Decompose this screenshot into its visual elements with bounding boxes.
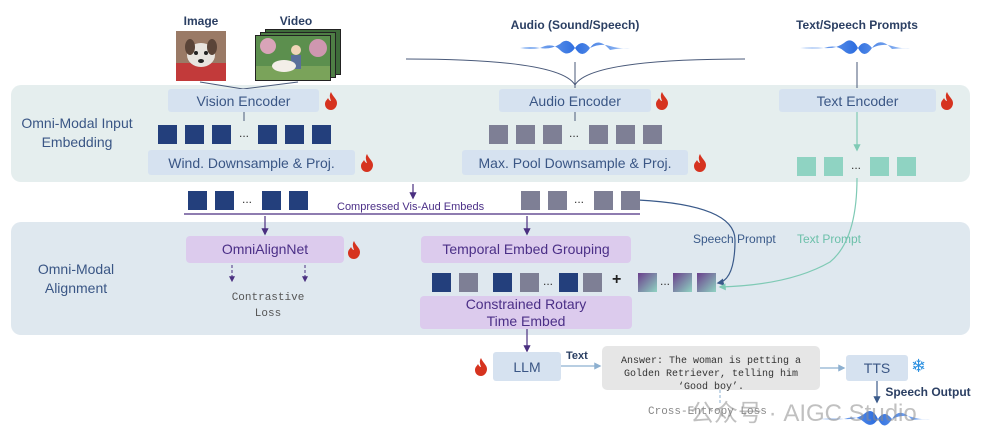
audio-header: Audio (Sound/Speech) xyxy=(510,18,640,32)
text-output-label: Text xyxy=(566,350,588,362)
image-header: Image xyxy=(183,14,219,28)
omnialignnet-box: OmniAlignNet xyxy=(186,236,344,263)
compressed-audio-token xyxy=(621,191,640,210)
prompt-token xyxy=(697,273,716,292)
audio-token xyxy=(489,125,508,144)
image-thumbnail xyxy=(176,31,226,81)
flame-icon xyxy=(941,92,953,110)
grouped-vision-token xyxy=(432,273,451,292)
vision-token xyxy=(285,125,304,144)
flame-icon xyxy=(475,358,487,376)
text-speech-prompts-header: Text/Speech Prompts xyxy=(796,18,918,32)
text-prompt-label: Text Prompt xyxy=(797,232,862,246)
flame-icon xyxy=(325,92,337,110)
plus-sign: + xyxy=(612,271,622,288)
text-token xyxy=(797,157,816,176)
grouped-ellipsis: ... xyxy=(543,274,554,288)
audio-token xyxy=(643,125,662,144)
vision-token xyxy=(185,125,204,144)
audio-token xyxy=(616,125,635,144)
input-embedding-label: Omni-Modal Input Embedding xyxy=(21,115,133,150)
text-encoder-box: Text Encoder xyxy=(779,89,936,112)
audio-token xyxy=(543,125,562,144)
compressed-audio-token xyxy=(548,191,567,210)
vision-token xyxy=(158,125,177,144)
grouped-vision-token xyxy=(559,273,578,292)
text-speech-waveform xyxy=(800,40,910,54)
audio-token xyxy=(589,125,608,144)
flame-icon xyxy=(656,92,668,110)
snowflake-icon: ❄ xyxy=(911,356,927,376)
temporal-grouping-box: Temporal Embed Grouping xyxy=(421,236,631,263)
flame-icon xyxy=(694,154,706,172)
compressed-audio-token xyxy=(521,191,540,210)
prompt-token xyxy=(638,273,657,292)
vision-token xyxy=(312,125,331,144)
speech-prompt-label: Speech Prompt xyxy=(693,232,776,246)
video-header: Video xyxy=(279,14,313,28)
grouped-audio-token xyxy=(520,273,539,292)
audio-token xyxy=(516,125,535,144)
compressed-vision-token xyxy=(215,191,234,210)
text-token xyxy=(870,157,889,176)
audio-encoder-box: Audio Encoder xyxy=(499,89,651,112)
text-token xyxy=(824,157,843,176)
grouped-audio-token xyxy=(583,273,602,292)
text-token xyxy=(897,157,916,176)
vision-token-ellipsis: ... xyxy=(239,126,250,140)
compressed-audio-ellipsis: ... xyxy=(574,192,585,206)
vision-encoder-box: Vision Encoder xyxy=(168,89,319,112)
speech-output-header: Speech Output xyxy=(885,385,971,399)
cross-entropy-loss-label: Cross-Entropy Loss xyxy=(648,406,767,418)
grouped-vision-token xyxy=(493,273,512,292)
vision-token xyxy=(212,125,231,144)
prompt-ellipsis: ... xyxy=(660,274,671,288)
speech-output-waveform xyxy=(820,410,930,426)
vision-token xyxy=(258,125,277,144)
watermark: 公众号 · AIGC Studio xyxy=(690,400,917,427)
compressed-vision-token xyxy=(262,191,281,210)
answer-box: Answer: The woman is petting a Golden Re… xyxy=(602,346,820,393)
tts-box: TTS xyxy=(846,355,908,381)
compressed-audio-token xyxy=(594,191,613,210)
grouped-audio-token xyxy=(459,273,478,292)
flame-icon xyxy=(361,154,373,172)
flame-icon xyxy=(348,241,360,259)
compressed-vision-token xyxy=(188,191,207,210)
prompt-token xyxy=(673,273,692,292)
compressed-vision-token xyxy=(289,191,308,210)
video-thumbnail-stack xyxy=(255,29,341,81)
contrastive-loss-label: Contrastive Loss xyxy=(231,292,305,320)
alignment-label: Omni-Modal Alignment xyxy=(37,261,115,296)
compressed-embeds-label: Compressed Vis-Aud Embeds xyxy=(337,201,485,213)
llm-box: LLM xyxy=(493,352,561,381)
audio-downsample-box: Max. Pool Downsample & Proj. xyxy=(462,150,688,175)
audio-token-ellipsis: ... xyxy=(569,126,580,140)
vision-downsample-box: Wind. Downsample & Proj. xyxy=(148,150,355,175)
compressed-ellipsis: ... xyxy=(242,192,253,206)
text-token-ellipsis: ... xyxy=(851,158,862,172)
rotary-time-embed-box: Constrained Rotary Time Embed xyxy=(420,296,632,329)
audio-waveform xyxy=(520,40,630,54)
